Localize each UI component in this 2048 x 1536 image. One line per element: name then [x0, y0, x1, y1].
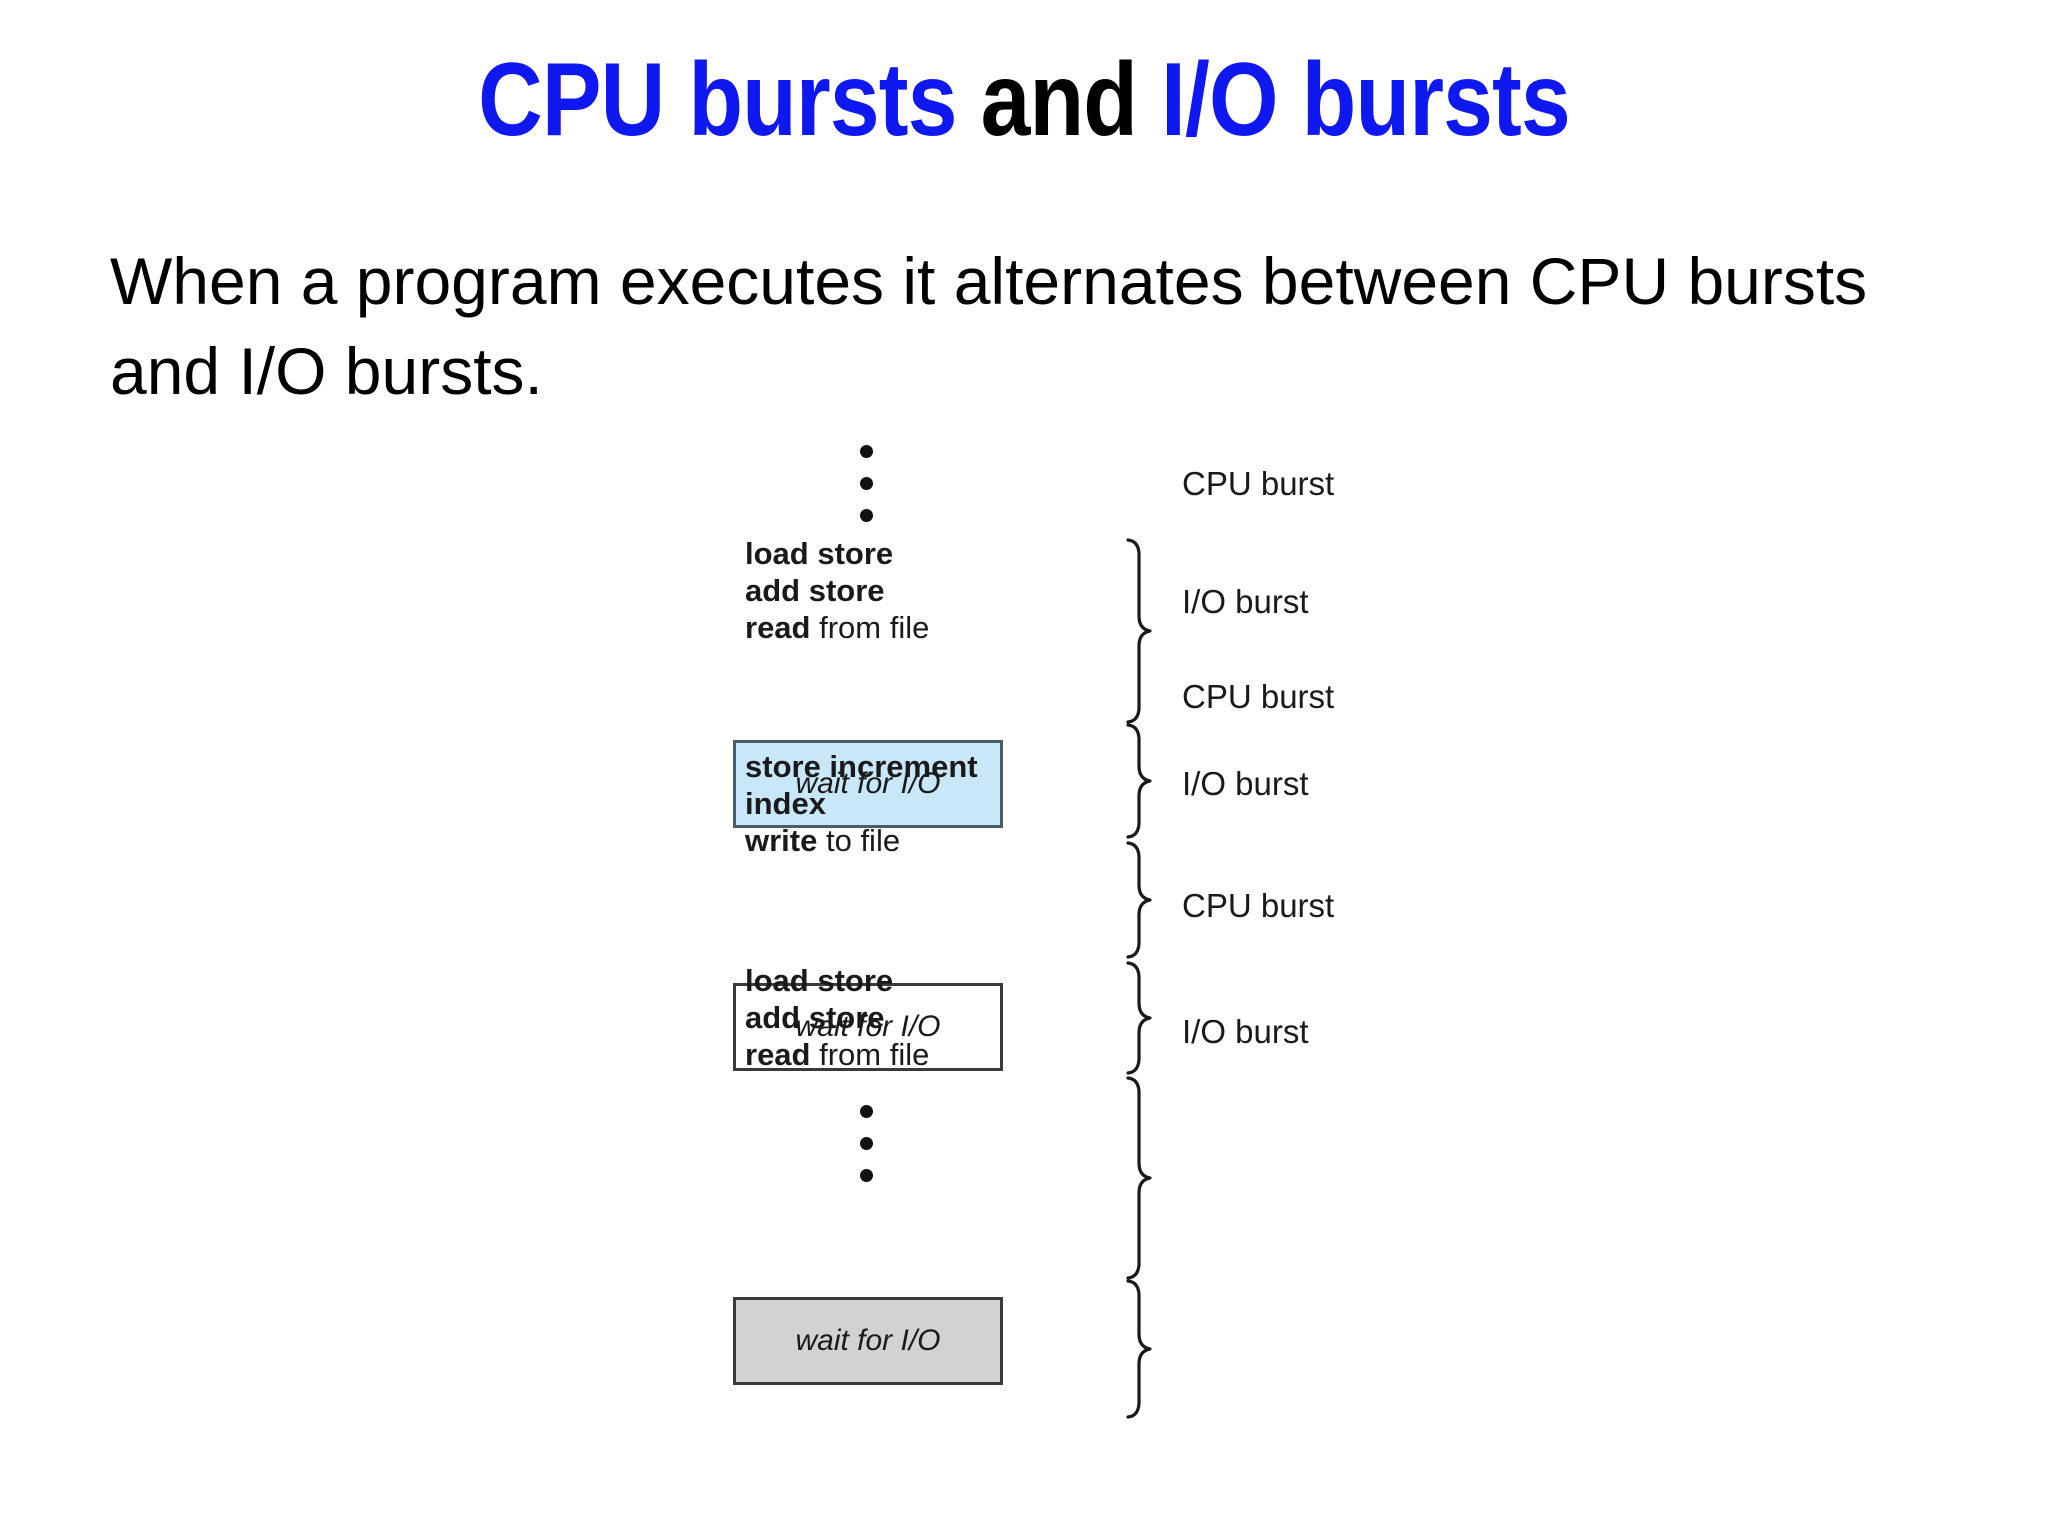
wait-for-io-label: wait for I/O [795, 1324, 941, 1357]
dot [860, 1105, 873, 1118]
burst-label-io-3: I/O burst [1182, 1013, 1309, 1050]
wait-for-io-box-2: wait for I/O [733, 983, 1003, 1071]
wait-for-io-label: wait for I/O [795, 767, 941, 800]
code-bold: store increment [745, 749, 978, 784]
code-block-cpu-burst-3: load store add store read from file [745, 962, 929, 1073]
code-line: load store [745, 535, 929, 572]
dot [860, 445, 873, 458]
code-line: load store [745, 962, 929, 999]
code-line: add store [745, 999, 929, 1036]
code-regular: from file [810, 1037, 930, 1072]
code-regular: from file [810, 610, 930, 645]
title-segment-and: and [980, 42, 1161, 158]
code-regular: to file [817, 823, 901, 858]
burst-label-io-2: I/O burst [1182, 765, 1309, 802]
code-bold: add store [745, 1000, 885, 1035]
page-title: CPU bursts and I/O bursts [143, 44, 1904, 156]
code-line: read from file [745, 609, 929, 646]
burst-label-cpu-2: CPU burst [1182, 678, 1335, 715]
code-bold: read [745, 1037, 811, 1072]
wait-for-io-box-1: wait for I/O [733, 740, 1003, 828]
vertical-ellipsis-top-icon [860, 445, 876, 522]
code-block-cpu-burst-2: store increment index write to file [745, 748, 978, 859]
burst-brace-column [1120, 420, 1180, 1480]
code-line: add store [745, 572, 929, 609]
code-line: read from file [745, 1036, 929, 1073]
code-bold: add store [745, 573, 885, 608]
title-segment-io: I/O bursts [1160, 42, 1571, 158]
burst-label-io-1: I/O burst [1182, 583, 1309, 620]
dot [860, 1169, 873, 1182]
burst-label-cpu-3: CPU burst [1182, 887, 1335, 924]
code-block-cpu-burst-1: load store add store read from file [745, 535, 929, 646]
dot [860, 477, 873, 490]
vertical-ellipsis-bottom-icon [860, 1105, 876, 1182]
dot [860, 509, 873, 522]
code-line: store increment [745, 748, 978, 785]
dot [860, 1137, 873, 1150]
body-paragraph: When a program executes it alternates be… [110, 244, 1868, 408]
wait-for-io-label: wait for I/O [795, 1010, 941, 1043]
code-line: index [745, 785, 978, 822]
cpu-io-burst-diagram: load store add store read from file wait… [700, 420, 1400, 1480]
code-bold: write [745, 823, 818, 858]
burst-label-cpu-1: CPU burst [1182, 465, 1335, 502]
code-bold: read [745, 610, 811, 645]
code-bold: load store [745, 536, 894, 571]
code-line: write to file [745, 822, 978, 859]
wait-for-io-box-3: wait for I/O [733, 1297, 1003, 1385]
code-bold: load store [745, 963, 894, 998]
code-bold: index [745, 786, 826, 821]
title-segment-cpu: CPU bursts [478, 42, 981, 158]
curly-braces-icon [1126, 538, 1152, 1419]
